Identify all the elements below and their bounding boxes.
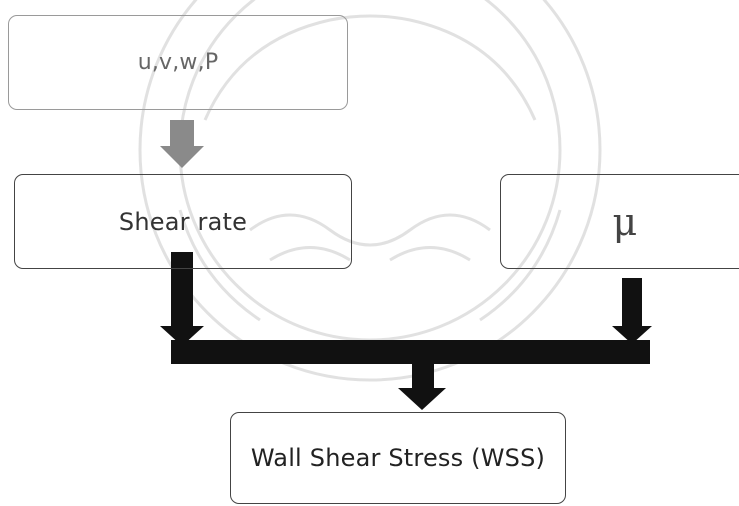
shear-rate-label: Shear rate	[118, 207, 248, 236]
viscosity-box: μ	[500, 174, 739, 269]
shear-rate-box: Shear rate	[14, 174, 352, 269]
viscosity-label: μ	[612, 199, 638, 244]
inputs-label: u,v,w,P	[137, 50, 219, 75]
inputs-box: u,v,w,P	[8, 15, 348, 110]
horizontal-merge-bar	[171, 340, 650, 364]
arrow-mu-down	[612, 278, 652, 344]
wall-shear-stress-label: Wall Shear Stress (WSS)	[250, 444, 546, 472]
arrow-to-wss	[398, 362, 446, 410]
arrow-inputs-to-shear	[160, 120, 204, 168]
wall-shear-stress-box: Wall Shear Stress (WSS)	[230, 412, 566, 504]
arrow-shear-down	[160, 252, 204, 346]
